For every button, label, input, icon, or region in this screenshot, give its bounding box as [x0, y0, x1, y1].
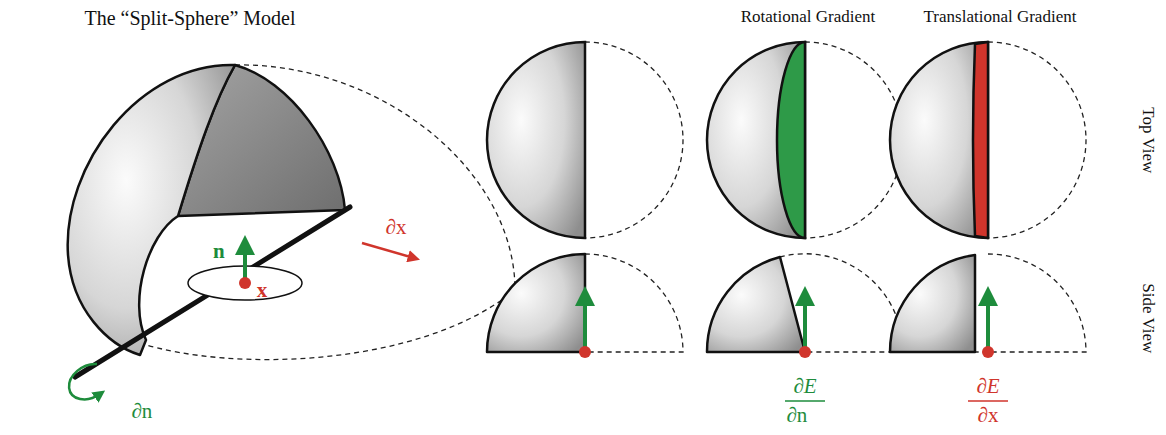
side-view-plain — [487, 254, 683, 358]
gradient-denominator: ∂n⃗ — [786, 404, 823, 427]
rotation-axis — [75, 207, 350, 377]
column-header: Rotational Gradient — [741, 8, 876, 27]
row-header: Top View — [1139, 107, 1158, 173]
point-dot — [239, 277, 251, 289]
side-view-rotational — [707, 254, 903, 358]
gradient-numerator: ∂E — [976, 375, 999, 398]
rotation-arrow — [69, 364, 100, 399]
fraction-bar — [968, 400, 1008, 402]
top-view-rotational — [707, 42, 903, 238]
translation-arrow — [362, 243, 414, 258]
gradient-numerator: ∂E — [793, 375, 816, 398]
figure-title: The “Split-Sphere” Model — [84, 7, 295, 29]
fraction-bar — [785, 400, 825, 402]
column-header: Translational Gradient — [924, 8, 1077, 27]
top-view-translational — [890, 42, 1086, 238]
normal-symbol: n⃗ — [213, 240, 241, 263]
gradient-denominator: ∂x — [978, 404, 999, 427]
sphere-shell — [68, 65, 235, 355]
rotation-symbol: ∂n⃗ — [131, 400, 168, 423]
top-view-plain — [487, 42, 683, 238]
translation-symbol: ∂x — [386, 216, 407, 239]
side-view-translational — [890, 254, 1086, 358]
row-header: Side View — [1139, 283, 1158, 353]
point-symbol: x — [257, 279, 268, 302]
